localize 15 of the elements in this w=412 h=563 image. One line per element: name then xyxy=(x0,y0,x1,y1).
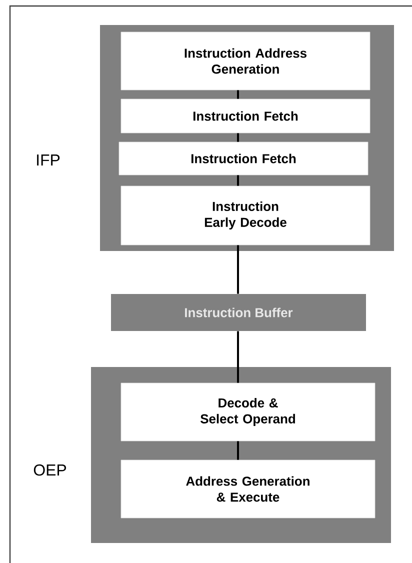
stage-box: Instruction Fetch xyxy=(120,98,370,134)
stage-label: OEP xyxy=(34,464,66,476)
stage-box: Address Generation & Execute xyxy=(120,460,376,518)
connector-line xyxy=(237,245,239,294)
stage-box: Instruction Early Decode xyxy=(120,186,370,246)
connector-line xyxy=(237,441,239,460)
stage-box: Decode & Select Operand xyxy=(120,382,376,442)
connector-line xyxy=(237,90,239,99)
connector-line xyxy=(237,331,239,383)
connector-line xyxy=(237,175,239,186)
buffer-box: Instruction Buffer xyxy=(111,294,366,331)
stage-label: IFP xyxy=(37,154,60,166)
stage-box: Instruction Address Generation xyxy=(120,32,370,90)
connector-line xyxy=(237,133,239,142)
stage-box: Instruction Fetch xyxy=(118,142,368,176)
